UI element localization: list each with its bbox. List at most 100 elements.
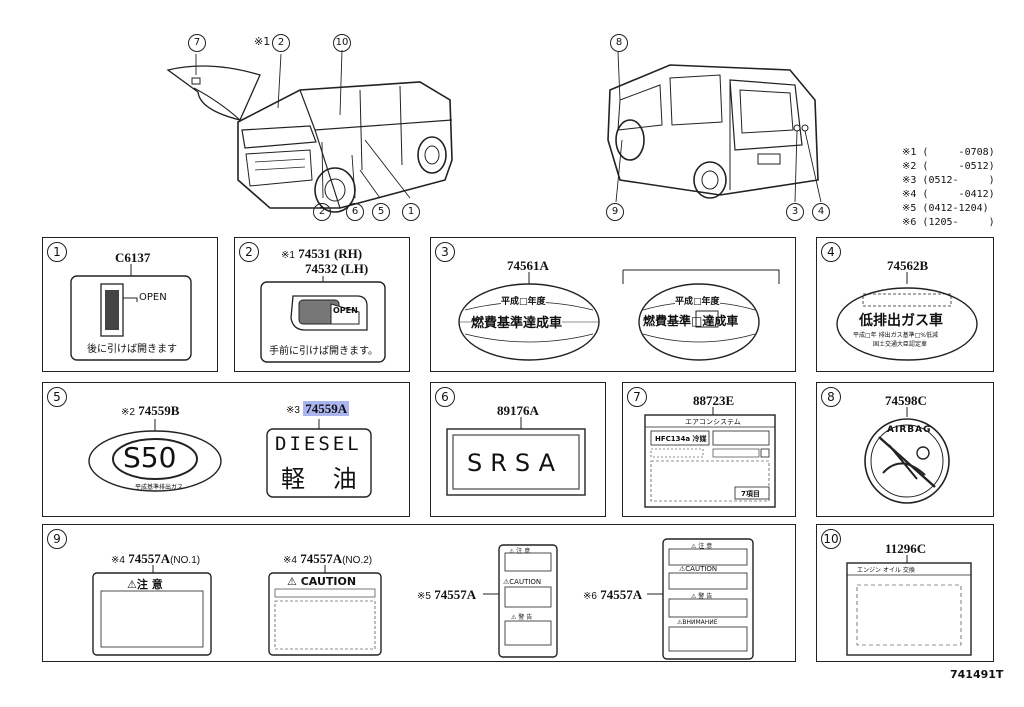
legend-line: ※2 ( -0512) bbox=[902, 161, 995, 172]
panel-6-srs-label: 6 89176A SRSA bbox=[430, 382, 606, 517]
part-number[interactable]: C6137 bbox=[115, 250, 151, 265]
engine-label-header: エンジン オイル 交換 bbox=[857, 567, 915, 574]
callout-5: 5 bbox=[372, 203, 390, 221]
part-number[interactable]: 74562B bbox=[887, 258, 929, 273]
low-emission-text: 低排出ガス車 bbox=[859, 313, 943, 329]
legend-line: ※5 (0412-1204) bbox=[902, 203, 989, 214]
panel-number: 9 bbox=[47, 529, 67, 549]
label-caption: 後に引けば開きます bbox=[87, 344, 177, 355]
panel-number: 8 bbox=[821, 387, 841, 407]
callout-9: 9 bbox=[606, 203, 624, 221]
note: (NO.1) bbox=[170, 555, 201, 566]
part-number-6[interactable]: ※6 74557A bbox=[583, 587, 642, 603]
diagram-code: 741491T bbox=[950, 668, 1004, 681]
part-number-value: 74557A bbox=[300, 551, 343, 566]
callout-10: 10 bbox=[333, 34, 351, 52]
panel-3-fuel-economy-label: 3 74561A 平成□年度 燃費基準達成車 平成□年度 燃費基準□達成車 bbox=[430, 237, 796, 372]
part-number-value: 74532 bbox=[305, 261, 338, 276]
panel-number: 3 bbox=[435, 242, 455, 262]
panel-number: 6 bbox=[435, 387, 455, 407]
callout-6: 6 bbox=[346, 203, 364, 221]
note: (NO.2) bbox=[342, 555, 373, 566]
part-number-value-highlighted: 74559A bbox=[303, 401, 350, 416]
callout-2-top: 2 bbox=[272, 34, 290, 52]
s50-badge-text: S50 bbox=[123, 441, 177, 474]
part-number-value: 74557A bbox=[128, 551, 171, 566]
part-number-lh[interactable]: 74532 (LH) bbox=[305, 261, 368, 277]
airbag-text: AIRBAG bbox=[887, 425, 932, 435]
emission-sub-1: 平成□年 排出ガス基準□%低減 bbox=[853, 332, 938, 339]
side: (LH) bbox=[340, 261, 369, 276]
fuel-standard-text: 燃費基準達成車 bbox=[471, 312, 563, 331]
date-legend: ※1 ( -0708) ※2 ( -0512) ※3 (0512- ) ※4 (… bbox=[902, 146, 995, 230]
label5-line1: ⚠ 注 意 bbox=[509, 548, 531, 555]
panel-number: 5 bbox=[47, 387, 67, 407]
label6-line2: ⚠CAUTION bbox=[679, 565, 718, 573]
date-mark: ※5 bbox=[417, 591, 431, 602]
open-text: OPEN bbox=[139, 292, 167, 303]
part-number-rh[interactable]: ※1 74531 (RH) bbox=[281, 246, 362, 262]
part-number-no1[interactable]: ※4 74557A(NO.1) bbox=[111, 551, 200, 567]
panel-number: 2 bbox=[239, 242, 259, 262]
legend-line: ※3 (0512- ) bbox=[902, 175, 995, 186]
panel-8-airbag-label: 8 74598C AIRBAG bbox=[816, 382, 994, 517]
panel-5-emission-diesel-labels: 5 ※2 74559B ※3 74559A S50 平成基準排出ガス DIESE… bbox=[42, 382, 410, 517]
front-van-illustration bbox=[160, 30, 460, 230]
label-caption: 手前に引けば開きます。 bbox=[269, 346, 378, 357]
refrigerant-text: HFC134a 冷媒 bbox=[655, 435, 707, 443]
caution-jp-text: ⚠注 意 bbox=[127, 578, 163, 591]
panel-number: 7 bbox=[627, 387, 647, 407]
caution-en-text: ⚠ CAUTION bbox=[287, 575, 357, 588]
callout-4: 4 bbox=[812, 203, 830, 221]
part-number[interactable]: 88723E bbox=[693, 393, 735, 408]
s50-sub-text: 平成基準排出ガス bbox=[135, 484, 184, 491]
panel-number: 1 bbox=[47, 242, 67, 262]
open-text: OPEN bbox=[333, 306, 358, 315]
part-number-b[interactable]: ※3 74559A bbox=[286, 401, 350, 417]
part-number-value: 74557A bbox=[434, 587, 477, 602]
callout-mark-1: ※1 bbox=[254, 35, 271, 48]
legend-line: ※1 ( -0708) bbox=[902, 147, 995, 158]
date-mark: ※4 bbox=[111, 555, 125, 566]
panel-10-engine-label: 10 11296C エンジン オイル 交換 bbox=[816, 524, 994, 662]
part-number-value: 74557A bbox=[600, 587, 643, 602]
srsa-text: SRSA bbox=[467, 449, 564, 477]
diesel-text: DIESEL bbox=[275, 433, 362, 455]
part-number[interactable]: 89176A bbox=[497, 403, 539, 418]
fuel-standard-text-2: 燃費基準□達成車 bbox=[643, 314, 739, 328]
aircon-title: エアコンシステム bbox=[685, 418, 741, 426]
part-number[interactable]: 74561A bbox=[507, 258, 549, 273]
legend-line: ※4 ( -0412) bbox=[902, 189, 995, 200]
part-number-5[interactable]: ※5 74557A bbox=[417, 587, 476, 603]
panel-9-caution-labels: 9 ※4 74557A(NO.1) ※4 74557A(NO.2) ※5 745… bbox=[42, 524, 796, 662]
part-number-no2[interactable]: ※4 74557A(NO.2) bbox=[283, 551, 372, 567]
callout-8: 8 bbox=[610, 34, 628, 52]
label6-line1: ⚠ 注 意 bbox=[691, 543, 713, 550]
diesel-jp-text: 軽 油 bbox=[281, 465, 367, 493]
date-mark: ※4 bbox=[283, 555, 297, 566]
date-mark: ※2 bbox=[121, 407, 135, 418]
callout-2-bottom: 2 bbox=[313, 203, 331, 221]
part-number[interactable]: 74598C bbox=[885, 393, 927, 408]
date-mark: ※3 bbox=[286, 405, 300, 416]
panel-number: 4 bbox=[821, 242, 841, 262]
legend-line: ※6 (1205- ) bbox=[902, 217, 995, 228]
part-number-value: 74559B bbox=[138, 403, 180, 418]
side: (RH) bbox=[333, 246, 363, 261]
panel-7-aircon-label: 7 88723E エアコンシステム HFC134a 冷媒 7項目 bbox=[622, 382, 796, 517]
date-mark: ※6 bbox=[583, 591, 597, 602]
part-number-a[interactable]: ※2 74559B bbox=[121, 403, 179, 419]
label5-line2: ⚠CAUTION bbox=[503, 578, 542, 586]
rear-van-illustration bbox=[590, 30, 830, 230]
callout-7: 7 bbox=[188, 34, 206, 52]
part-number-value: 74531 bbox=[298, 246, 331, 261]
panel-2-door-handle-label: 2 ※1 74531 (RH) 74532 (LH) OPEN 手前に引けば開き… bbox=[234, 237, 410, 372]
callout-3: 3 bbox=[786, 203, 804, 221]
panel-number: 10 bbox=[821, 529, 841, 549]
year-label: 平成□年度 bbox=[501, 294, 546, 307]
year-label-2: 平成□年度 bbox=[675, 294, 720, 307]
label6-line3: ⚠ 警 告 bbox=[691, 593, 713, 600]
box-text: 7項目 bbox=[741, 490, 760, 498]
part-number[interactable]: 11296C bbox=[885, 541, 927, 556]
label6-line4: ⚠ВНИМАНИЕ bbox=[677, 619, 718, 626]
